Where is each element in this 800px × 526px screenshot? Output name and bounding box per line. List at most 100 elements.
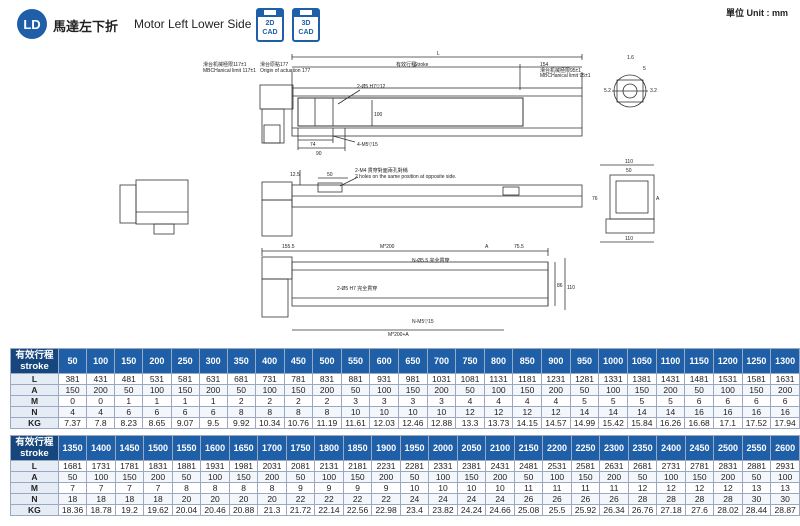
table-cell: 1931 <box>200 460 230 472</box>
table-cell: 100 <box>86 471 116 483</box>
table-cell: 12 <box>512 406 543 418</box>
table-cell: 5 <box>627 395 657 407</box>
table-cell: 16 <box>741 406 772 418</box>
cad-3d-label: 3D <box>301 20 311 27</box>
stroke-value: 1750 <box>285 435 316 461</box>
table-cell: 7 <box>114 482 145 494</box>
table-cell: 6 <box>170 406 200 418</box>
table-cell: 150 <box>228 471 259 483</box>
dim-100: 100 <box>374 112 383 118</box>
table-cell: 2381 <box>456 460 487 472</box>
table-cell: 9.07 <box>170 417 200 429</box>
cad-2d-button[interactable]: 2D CAD <box>256 8 284 42</box>
dim-110-top: 110 <box>625 159 633 165</box>
table-cell: 2431 <box>485 460 515 472</box>
table-cell: 200 <box>541 384 571 396</box>
table-cell: 11 <box>513 482 544 494</box>
table-cell: 481 <box>114 373 144 385</box>
table-cell: 24 <box>456 493 487 505</box>
table-cell: 1581 <box>741 373 772 385</box>
dim-76: 76 <box>592 196 598 202</box>
table-cell: 7 <box>57 482 88 494</box>
stroke-value: 2200 <box>542 435 572 461</box>
table-cell: 28 <box>627 493 658 505</box>
table-cell: 27.18 <box>656 504 686 516</box>
table-cell: 2631 <box>599 460 629 472</box>
dim-5-2: 5.2 <box>604 88 611 94</box>
table-cell: 10 <box>399 482 430 494</box>
table-cell: 150 <box>627 384 657 396</box>
dim-l: L <box>437 51 440 57</box>
dim-75-5: 75.5 <box>514 244 524 250</box>
stroke-value: 1050 <box>627 348 657 374</box>
table-cell: 1381 <box>627 373 657 385</box>
table-cell: 12 <box>455 406 485 418</box>
table-cell: 13.73 <box>483 417 514 429</box>
table-cell: 18.78 <box>86 504 116 516</box>
mech-limit-right-en: MBCHanical limit 95±1 <box>540 73 591 79</box>
table-cell: 150 <box>342 471 373 483</box>
table-cell: 200 <box>371 471 401 483</box>
table-cell: 13.3 <box>455 417 485 429</box>
table-cell: 7 <box>143 482 173 494</box>
stroke-value: 2150 <box>513 435 544 461</box>
table-cell: 22 <box>314 493 344 505</box>
table-cell: 8.65 <box>142 417 172 429</box>
table-cell: 1131 <box>483 373 514 385</box>
table-cell: 0 <box>57 395 88 407</box>
table-cell: 200 <box>485 471 515 483</box>
row-label: A <box>10 384 59 396</box>
table-cell: 681 <box>226 373 256 385</box>
stroke-value: 1500 <box>143 435 173 461</box>
stroke-value: 1600 <box>200 435 230 461</box>
hole-n-callout: N-Ø5.5 完全貫穿 <box>412 257 450 264</box>
dim-a: A <box>485 244 489 250</box>
table-cell: 20 <box>228 493 259 505</box>
dim-m200a: M*200+A <box>388 332 409 338</box>
pin-hole-callout: 2-Ø5 H7 完全貫穿 <box>337 285 377 292</box>
stroke-value: 1800 <box>314 435 344 461</box>
table-cell: 7.8 <box>86 417 116 429</box>
cad-3d-button[interactable]: 3D CAD <box>292 8 320 42</box>
table-cell: 1 <box>114 395 144 407</box>
table-cell: 50 <box>455 384 485 396</box>
unit-label: 單位 Unit : mm <box>726 8 788 18</box>
table-cell: 50 <box>741 471 772 483</box>
table-cell: 100 <box>483 384 514 396</box>
table-cell: 0 <box>86 395 116 407</box>
table-cell: 50 <box>399 471 430 483</box>
table-cell: 50 <box>114 384 144 396</box>
table-cell: 50 <box>226 384 256 396</box>
hole-callout: 2-Ø5 H7▽12 <box>357 84 386 90</box>
row-label: A <box>10 471 59 483</box>
dim-1-6: 1.6 <box>627 55 634 61</box>
table-cell: 12.03 <box>369 417 400 429</box>
table-cell: 2131 <box>314 460 344 472</box>
technical-drawing: L 有效行程 Stroke 154 滑台原點177 Origin of actu… <box>119 51 660 338</box>
row-label: N <box>10 493 59 505</box>
table-cell: 781 <box>283 373 314 385</box>
table-cell: 431 <box>86 373 116 385</box>
table-cell: 26 <box>513 493 544 505</box>
table-cell: 22 <box>371 493 401 505</box>
stroke-value: 2300 <box>599 435 629 461</box>
table-cell: 2731 <box>656 460 686 472</box>
table-cell: 14.99 <box>569 417 600 429</box>
stroke-value: 550 <box>340 348 371 374</box>
table-cell: 22.98 <box>371 504 401 516</box>
table-cell: 8 <box>226 406 256 418</box>
m4-callout-cn: 2-M4 貫穿對面兩孔對稱 <box>355 167 408 174</box>
table-cell: 2681 <box>627 460 658 472</box>
table-cell: 1331 <box>598 373 629 385</box>
table-cell: 9 <box>342 482 373 494</box>
table-cell: 26 <box>599 493 629 505</box>
table-cell: 26 <box>570 493 601 505</box>
table-cell: 200 <box>426 384 457 396</box>
table-cell: 18.36 <box>57 504 88 516</box>
